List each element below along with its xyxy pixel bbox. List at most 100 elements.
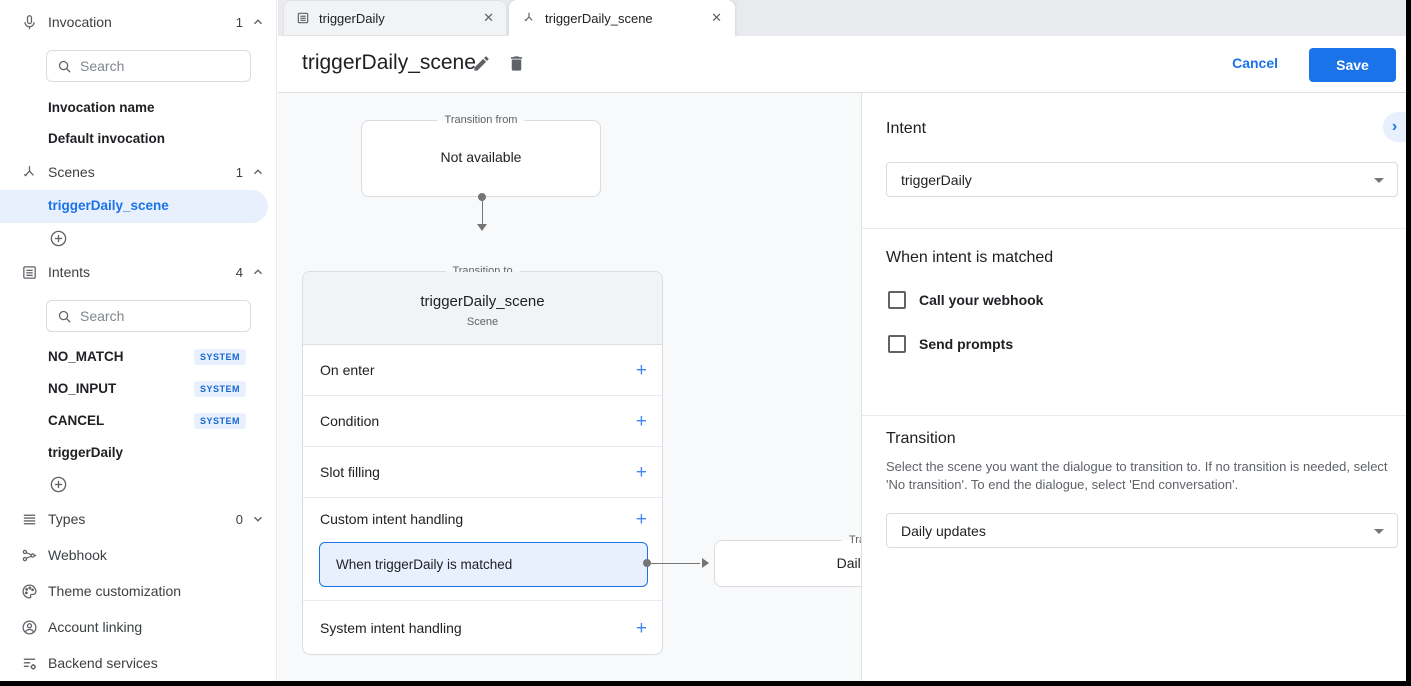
sidebar-item-default-invocation[interactable]: Default invocation <box>48 131 166 146</box>
sidebar: Invocation 1 Invocation name Default inv… <box>0 0 277 681</box>
link-label: Backend services <box>48 655 158 671</box>
chevron-down-icon[interactable] <box>251 512 265 526</box>
section-count: 0 <box>235 511 243 527</box>
sidebar-item-backend-services[interactable]: Backend services <box>0 651 277 675</box>
invocation-search[interactable] <box>46 50 251 82</box>
sidebar-item-triggerdaily[interactable]: triggerDaily <box>48 445 124 460</box>
sidebar-item-triggerdaily-scene[interactable]: triggerDaily_scene <box>0 190 268 223</box>
cancel-button[interactable]: Cancel <box>1232 55 1278 71</box>
tab-triggerdaily-scene[interactable]: triggerDaily_scene ✕ <box>509 0 735 36</box>
palette-icon <box>20 582 38 600</box>
row-custom-intent-handling[interactable]: Custom intent handling + When triggerDai… <box>303 498 662 601</box>
target-node-text: Daily updates <box>836 555 861 571</box>
chevron-up-icon[interactable] <box>251 265 265 279</box>
delete-icon[interactable] <box>507 54 527 74</box>
add-on-enter-button[interactable]: + <box>635 360 647 381</box>
sidebar-section-intents[interactable]: Intents 4 <box>0 260 277 284</box>
connector-right <box>643 558 709 568</box>
scene-canvas[interactable]: Transition from Not available Transition… <box>278 93 861 681</box>
chevron-up-icon[interactable] <box>251 15 265 29</box>
scene-node-header: triggerDaily_scene Scene <box>303 272 662 345</box>
section-label: Invocation <box>48 14 112 30</box>
send-prompts-checkbox-row[interactable]: Send prompts <box>888 335 1013 353</box>
types-icon <box>20 510 38 528</box>
system-badge: SYSTEM <box>193 413 246 429</box>
sidebar-item-no-input[interactable]: NO_INPUT <box>48 381 117 396</box>
intent-select-value: triggerDaily <box>901 172 972 188</box>
call-webhook-checkbox-row[interactable]: Call your webhook <box>888 291 1043 309</box>
intent-handler-chip[interactable]: When triggerDaily is matched <box>319 542 648 587</box>
account-circle-icon <box>20 618 38 636</box>
page-title: triggerDaily_scene <box>302 51 476 74</box>
sidebar-item-account-linking[interactable]: Account linking <box>0 615 277 639</box>
scene-icon <box>20 163 38 181</box>
intent-tab-icon <box>296 11 311 26</box>
row-on-enter[interactable]: On enter + <box>303 345 662 396</box>
webhook-icon <box>20 546 38 564</box>
arrowhead-right-icon <box>702 558 709 568</box>
intent-editor-panel: › Intent triggerDaily When intent is mat… <box>861 93 1406 681</box>
tab-bar: triggerDaily ✕ triggerDaily_scene ✕ <box>278 0 1406 36</box>
transition-from-node: Transition from Not available <box>361 113 601 197</box>
close-icon[interactable]: ✕ <box>483 10 494 25</box>
system-badge: SYSTEM <box>193 381 246 397</box>
row-slot-filling[interactable]: Slot filling + <box>303 447 662 498</box>
edit-icon[interactable] <box>472 54 492 74</box>
sidebar-section-types[interactable]: Types 0 <box>0 507 277 531</box>
title-bar: triggerDaily_scene Cancel Save <box>278 36 1406 93</box>
node-legend: Transition from <box>437 113 525 127</box>
scene-node-subtitle: Scene <box>466 316 499 328</box>
checkbox-unchecked-icon[interactable] <box>888 335 906 353</box>
scene-node-title: triggerDaily_scene <box>420 293 545 310</box>
microphone-icon <box>20 13 38 31</box>
section-label: Types <box>48 511 86 527</box>
transition-target-node: Transition to Daily updates <box>714 533 861 587</box>
transition-from-text: Not available <box>440 149 522 165</box>
divider <box>862 228 1406 229</box>
add-custom-intent-button[interactable]: + <box>635 509 647 530</box>
sidebar-item-theme-customization[interactable]: Theme customization <box>0 579 277 603</box>
section-label: Intents <box>48 264 91 280</box>
scene-node: Transition to triggerDaily_scene Scene O… <box>302 264 663 655</box>
add-scene-button[interactable] <box>49 229 68 248</box>
close-icon[interactable]: ✕ <box>711 10 722 25</box>
divider <box>862 415 1406 416</box>
main-area: triggerDaily ✕ triggerDaily_scene ✕ trig… <box>278 0 1406 681</box>
row-condition[interactable]: Condition + <box>303 396 662 447</box>
sidebar-item-no-match[interactable]: NO_MATCH <box>48 349 124 364</box>
tab-triggerdaily[interactable]: triggerDaily ✕ <box>283 0 507 36</box>
intents-icon <box>20 263 38 281</box>
search-icon <box>58 60 71 73</box>
system-badge: SYSTEM <box>193 349 246 365</box>
sidebar-section-scenes[interactable]: Scenes 1 <box>0 160 277 184</box>
transition-select[interactable]: Daily updates <box>886 513 1398 548</box>
search-icon <box>58 310 71 323</box>
add-slot-filling-button[interactable]: + <box>635 462 647 483</box>
save-button[interactable]: Save <box>1309 48 1396 82</box>
row-system-intent-handling[interactable]: System intent handling + <box>320 618 647 639</box>
backend-services-icon <box>20 654 38 672</box>
add-intent-button[interactable] <box>49 475 68 494</box>
chevron-right-icon: › <box>1391 118 1398 135</box>
intents-search[interactable] <box>46 300 251 332</box>
connector-down <box>477 193 487 231</box>
intent-select[interactable]: triggerDaily <box>886 162 1398 197</box>
chevron-up-icon[interactable] <box>251 165 265 179</box>
checkbox-unchecked-icon[interactable] <box>888 291 906 309</box>
sidebar-item-cancel[interactable]: CANCEL <box>48 413 105 428</box>
sidebar-item-invocation-name[interactable]: Invocation name <box>48 100 155 115</box>
link-label: Account linking <box>48 619 143 635</box>
arrowhead-down-icon <box>477 224 487 231</box>
search-input[interactable] <box>80 58 230 74</box>
add-condition-button[interactable]: + <box>635 411 647 432</box>
section-count: 1 <box>235 164 243 180</box>
collapse-panel-button[interactable]: › <box>1383 112 1406 142</box>
add-system-intent-button[interactable]: + <box>635 618 647 639</box>
search-input[interactable] <box>80 308 230 324</box>
sidebar-item-webhook[interactable]: Webhook <box>0 543 277 567</box>
transition-description: Select the scene you want the dialogue t… <box>886 459 1388 492</box>
tab-label: triggerDaily <box>319 10 385 26</box>
sidebar-section-invocation[interactable]: Invocation 1 <box>0 10 277 34</box>
section-label: Scenes <box>48 164 95 180</box>
